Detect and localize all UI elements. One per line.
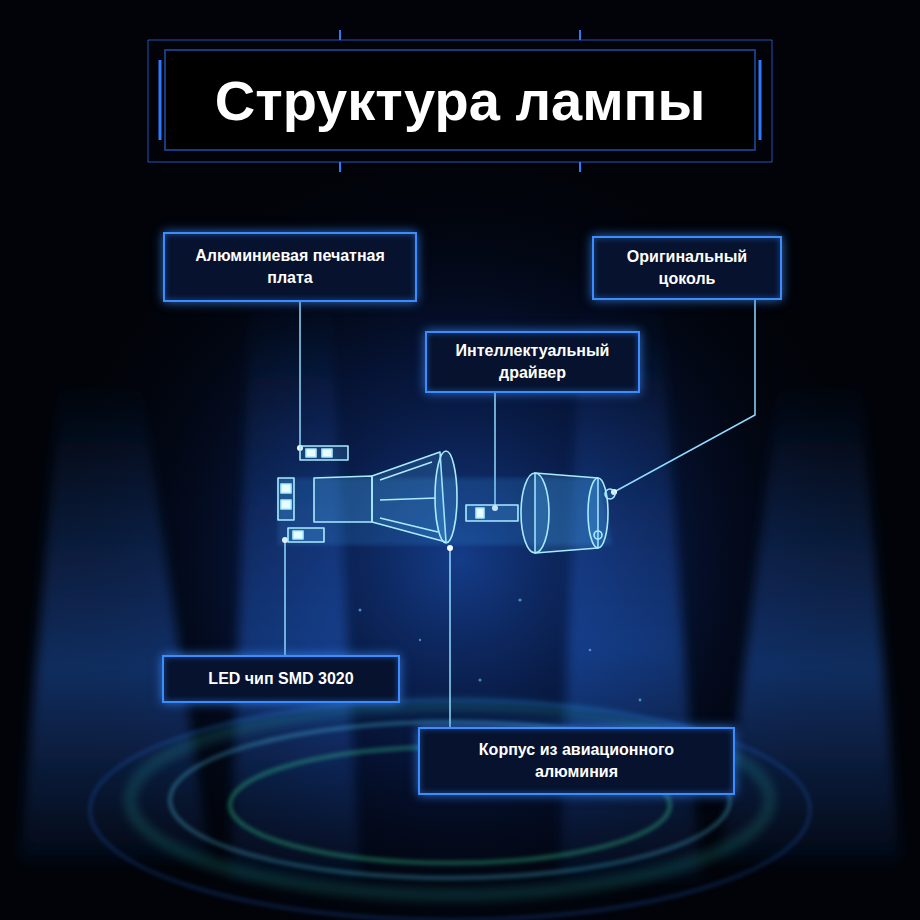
frame-bar xyxy=(159,60,162,140)
pcb-board xyxy=(300,446,348,460)
lamp-wireframe xyxy=(278,446,615,553)
sparkle xyxy=(359,609,362,612)
heatsink-neck xyxy=(314,476,372,522)
callout-label: Интеллектуальный драйвер xyxy=(441,340,624,383)
leader-line xyxy=(284,540,286,657)
callout-label: Алюминиевая печатная плата xyxy=(179,245,401,288)
title-panel xyxy=(165,50,755,150)
callout-label: Корпус из авиационного алюминия xyxy=(450,739,703,782)
light-beam xyxy=(20,380,210,860)
led-chip xyxy=(293,531,303,539)
led-chip xyxy=(281,484,291,493)
leader-line xyxy=(299,300,301,448)
base-end xyxy=(588,478,608,548)
sparkle xyxy=(518,598,521,601)
base-pin xyxy=(605,489,615,499)
base-contact xyxy=(594,531,602,539)
light-beam xyxy=(230,300,360,880)
callout-box: Корпус из авиационного алюминия xyxy=(418,727,735,795)
glow-ring xyxy=(90,700,810,920)
frame-line xyxy=(772,40,773,162)
led-chip xyxy=(281,500,291,509)
callout-box: Интеллектуальный драйвер xyxy=(425,331,640,393)
frame-tick xyxy=(579,30,581,40)
frame-tick xyxy=(579,162,581,172)
glow-rings xyxy=(90,700,810,920)
leader-line xyxy=(449,548,451,729)
heatsink-ring xyxy=(435,451,457,543)
frame-line xyxy=(148,40,772,41)
sparkle xyxy=(479,679,482,682)
frame-line xyxy=(148,40,149,162)
callout-box: LED чип SMD 3020 xyxy=(162,655,400,703)
title-frame xyxy=(148,30,772,172)
callout-label: Оригинальный цоколь xyxy=(608,246,766,289)
driver-chip xyxy=(476,508,484,518)
callout-box: Алюминиевая печатная плата xyxy=(163,232,417,302)
sparkle xyxy=(589,649,592,652)
pcb-board xyxy=(278,478,294,520)
heatsink-fin xyxy=(380,462,438,532)
base-rim xyxy=(521,473,549,553)
glow-ring xyxy=(130,705,770,895)
frame-tick xyxy=(339,30,341,40)
led-chip xyxy=(306,449,316,457)
led-chip xyxy=(322,449,332,457)
frame-bar xyxy=(759,60,762,140)
driver-board xyxy=(466,505,518,521)
callout-box: Оригинальный цоколь xyxy=(592,236,782,300)
pcb-board xyxy=(288,528,324,542)
sparkle xyxy=(639,699,642,702)
leader-dot xyxy=(447,545,453,551)
title: Структура лампы xyxy=(215,68,705,133)
frame-tick xyxy=(339,162,341,172)
leader-line xyxy=(614,298,755,492)
frame-line xyxy=(148,162,772,163)
callout-label: LED чип SMD 3020 xyxy=(208,668,353,690)
sparkle xyxy=(419,639,421,641)
light-beam xyxy=(720,380,900,860)
